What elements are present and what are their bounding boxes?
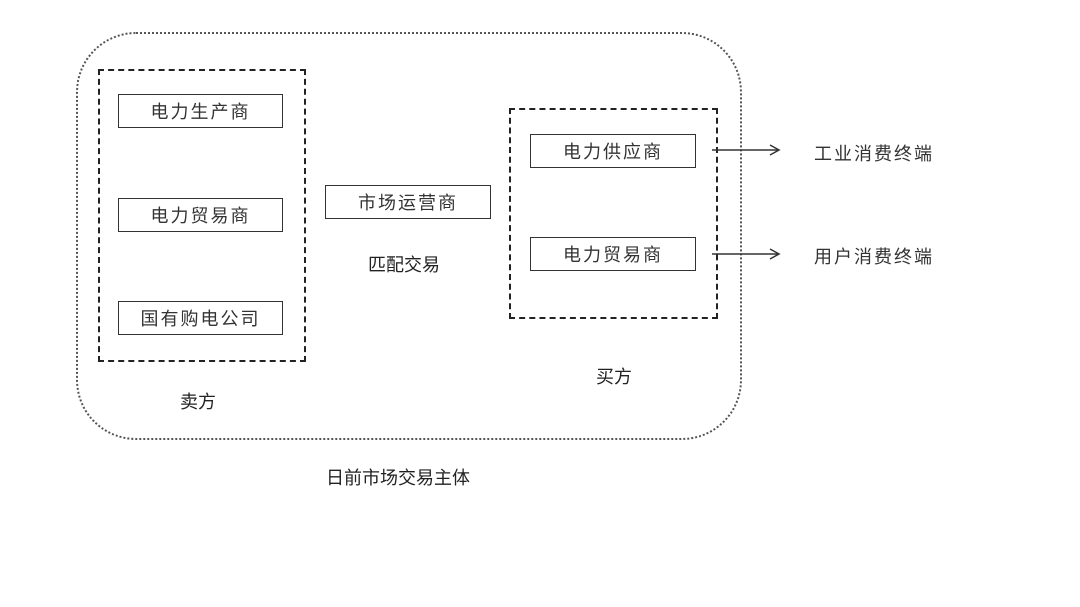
seller-box-state-purchaser: 国有购电公司 xyxy=(118,301,283,335)
sellers-label: 卖方 xyxy=(180,392,216,413)
buyer-box-power-trader: 电力贸易商 xyxy=(530,237,696,271)
industrial-consumer-terminal: 工业消费终端 xyxy=(814,144,934,165)
buyers-label: 买方 xyxy=(596,367,632,388)
diagram-caption: 日前市场交易主体 xyxy=(326,468,470,489)
seller-box-power-trader: 电力贸易商 xyxy=(118,198,283,232)
sellers-group xyxy=(98,69,306,362)
seller-box-power-producer: 电力生产商 xyxy=(118,94,283,128)
arrow-to-user-icon xyxy=(712,248,781,260)
user-consumer-terminal: 用户消费终端 xyxy=(814,247,934,268)
matching-trade-label: 匹配交易 xyxy=(368,255,440,276)
market-participants-boundary xyxy=(76,32,742,440)
market-operator-box: 市场运营商 xyxy=(325,185,491,219)
buyer-box-power-supplier: 电力供应商 xyxy=(530,134,696,168)
buyers-group xyxy=(509,108,718,319)
arrow-to-industrial-icon xyxy=(712,144,781,156)
